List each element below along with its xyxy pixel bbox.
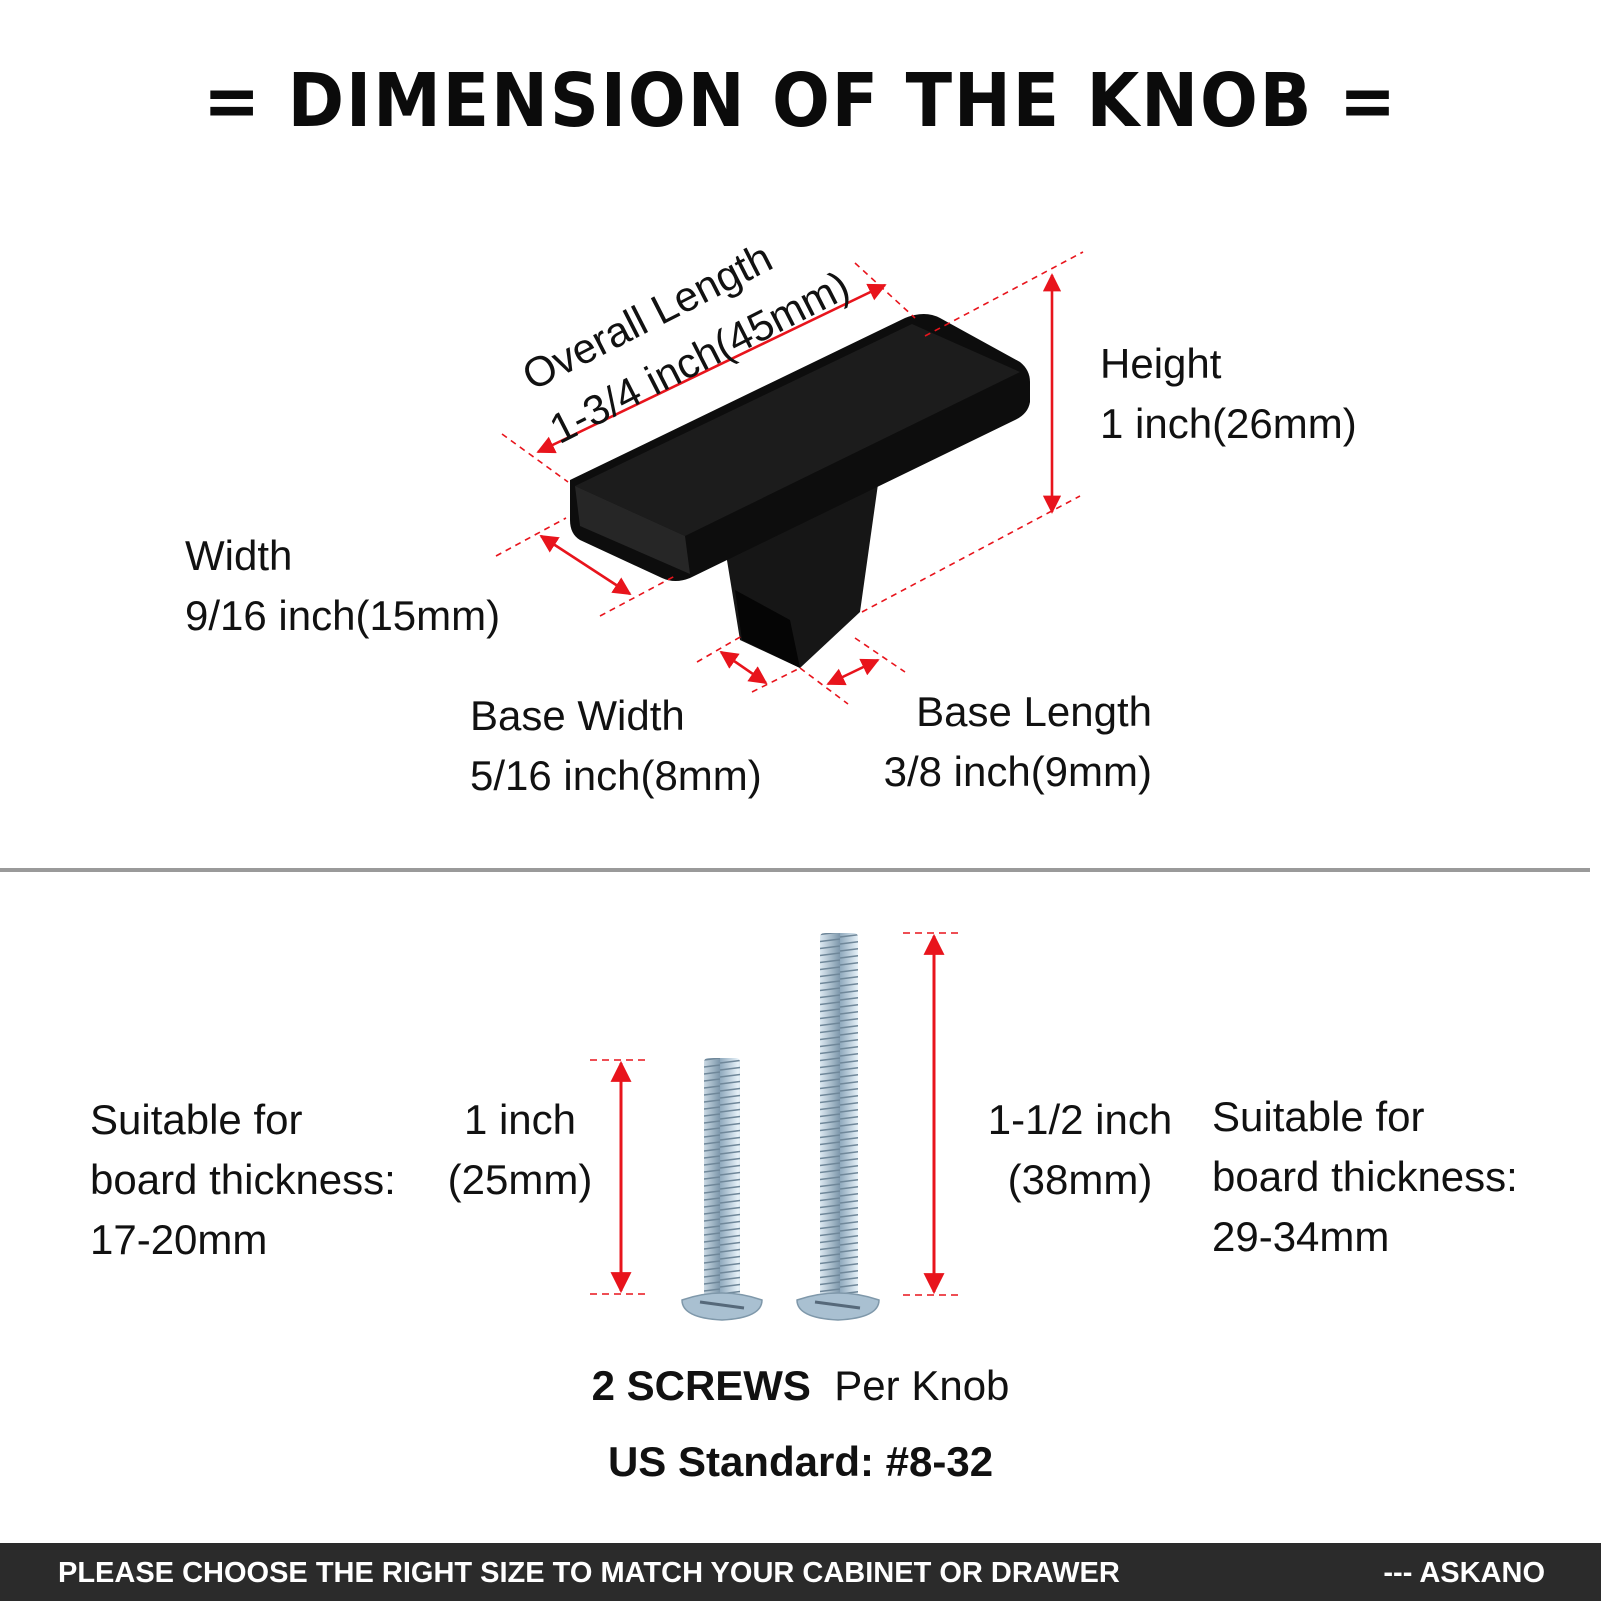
short-length-line2: (25mm) bbox=[447, 1156, 593, 1203]
footer-brand: --- ASKANO bbox=[1383, 1557, 1545, 1589]
width-label: Width 9/16 inch(15mm) bbox=[185, 526, 500, 646]
width-arrow bbox=[539, 534, 632, 596]
short-suitable-line2: board thickness: bbox=[90, 1156, 396, 1203]
base-length-arrow bbox=[826, 658, 880, 686]
screw-standard: US Standard: #8-32 bbox=[607, 1438, 994, 1485]
long-screw-length: 1-1/2 inch (38mm) bbox=[960, 1090, 1200, 1210]
short-suitable-line1: Suitable for bbox=[90, 1096, 303, 1143]
long-length-line2: (38mm) bbox=[1007, 1156, 1153, 1203]
height-value: 1 inch(26mm) bbox=[1100, 400, 1357, 447]
short-suitable-line3: 17-20mm bbox=[90, 1216, 268, 1263]
dimension-arrows bbox=[536, 273, 1062, 686]
footer-bar: PLEASE CHOOSE THE RIGHT SIZE TO MATCH YO… bbox=[0, 1543, 1601, 1601]
width-value: 9/16 inch(15mm) bbox=[185, 592, 501, 639]
short-screw-suitable: Suitable for board thickness: 17-20mm bbox=[90, 1090, 396, 1270]
short-screw bbox=[681, 1058, 763, 1321]
short-screw-length: 1 inch (25mm) bbox=[440, 1090, 600, 1210]
width-title: Width bbox=[185, 532, 293, 579]
section-divider bbox=[0, 868, 1590, 872]
screws-count-rest: Per Knob bbox=[834, 1362, 1010, 1409]
page-title: = DIMENSION OF THE KNOB = bbox=[203, 58, 1398, 144]
base-width-title: Base Width bbox=[470, 692, 685, 739]
long-suitable-line1: Suitable for bbox=[1212, 1093, 1425, 1140]
height-title: Height bbox=[1100, 340, 1222, 387]
base-width-label: Base Width 5/16 inch(8mm) bbox=[470, 686, 762, 806]
base-width-arrow bbox=[719, 650, 768, 685]
base-length-title: Base Length bbox=[916, 688, 1152, 735]
long-suitable-line2: board thickness: bbox=[1212, 1153, 1518, 1200]
screws-count: 2 SCREWS Per Knob bbox=[0, 1362, 1601, 1410]
short-length-line1: 1 inch bbox=[463, 1096, 577, 1143]
base-length-label: Base Length 3/8 inch(9mm) bbox=[870, 682, 1152, 802]
long-length-line1: 1-1/2 inch bbox=[987, 1096, 1173, 1143]
height-label: Height 1 inch(26mm) bbox=[1100, 334, 1357, 454]
base-width-value: 5/16 inch(8mm) bbox=[470, 752, 762, 799]
long-screw bbox=[796, 933, 880, 1321]
screws-count-bold: 2 SCREWS bbox=[591, 1362, 811, 1409]
screw-extension-lines bbox=[590, 932, 963, 1296]
long-screw-suitable: Suitable for board thickness: 29-34mm bbox=[1212, 1087, 1518, 1267]
base-length-value: 3/8 inch(9mm) bbox=[883, 748, 1152, 795]
overall-length-arrow bbox=[536, 283, 887, 454]
extension-lines bbox=[495, 251, 1084, 705]
long-suitable-line3: 29-34mm bbox=[1212, 1213, 1390, 1260]
footer-message: PLEASE CHOOSE THE RIGHT SIZE TO MATCH YO… bbox=[58, 1557, 1120, 1589]
